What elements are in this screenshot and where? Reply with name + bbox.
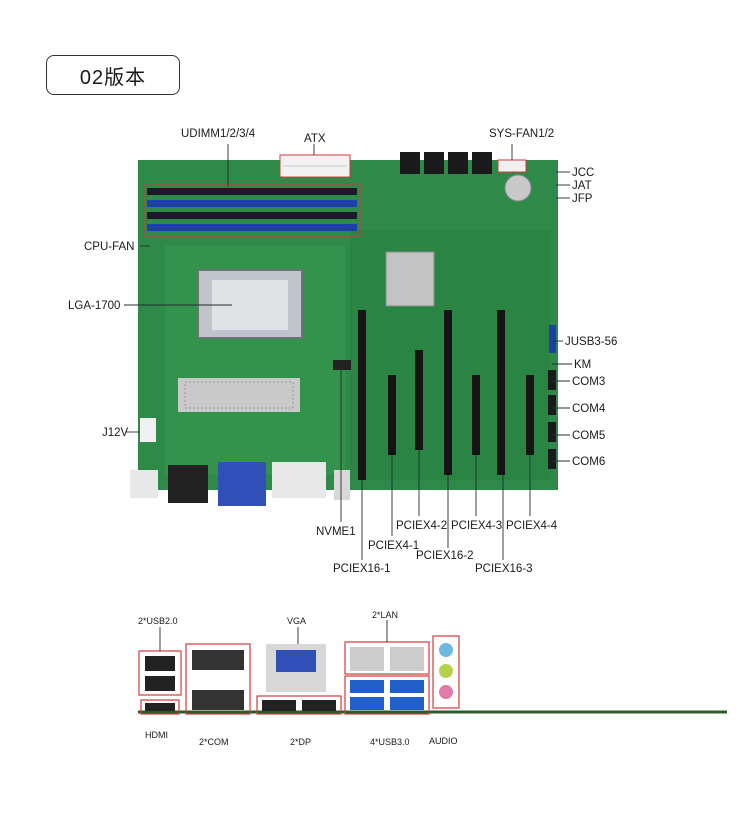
label-io-dp: 2*DP bbox=[290, 737, 311, 747]
label-com3: COM3 bbox=[572, 376, 605, 388]
label-io-audio: AUDIO bbox=[429, 736, 458, 746]
io-usb2 bbox=[138, 650, 182, 696]
version-label: 02版本 bbox=[79, 66, 147, 89]
label-udimm: UDIMM1/2/3/4 bbox=[181, 128, 256, 140]
label-pciex4-1: PCIEX4-1 bbox=[368, 540, 419, 552]
label-pciex4-3: PCIEX4-3 bbox=[451, 520, 502, 532]
label-io-usb3: 4*USB3.0 bbox=[370, 737, 410, 747]
cmos-battery bbox=[504, 174, 532, 202]
label-lga: LGA-1700 bbox=[68, 300, 120, 312]
label-pciex16-2: PCIEX16-2 bbox=[416, 550, 474, 562]
label-pciex16-3: PCIEX16-3 bbox=[475, 563, 533, 575]
label-com4: COM4 bbox=[572, 403, 606, 415]
label-atx: ATX bbox=[304, 133, 326, 145]
pcie-slots bbox=[358, 310, 534, 480]
label-io-vga: VGA bbox=[287, 616, 306, 626]
label-pciex4-4: PCIEX4-4 bbox=[506, 520, 558, 532]
io-lan bbox=[344, 641, 430, 675]
cpu-socket bbox=[197, 269, 303, 339]
sys-fan-header bbox=[497, 159, 527, 173]
label-jusb: JUSB3-56 bbox=[565, 336, 617, 348]
label-io-com: 2*COM bbox=[199, 737, 229, 747]
sata-ports bbox=[400, 152, 492, 174]
vrm-heatsink bbox=[178, 378, 300, 412]
io-audio bbox=[432, 635, 460, 709]
label-km: KM bbox=[574, 359, 591, 371]
chipset-heatsink bbox=[385, 251, 435, 307]
io-dp bbox=[256, 695, 342, 715]
label-j12v: J12V bbox=[102, 427, 129, 439]
io-com bbox=[185, 643, 251, 715]
label-cpu-fan: CPU-FAN bbox=[84, 241, 134, 253]
label-io-usb2: 2*USB2.0 bbox=[138, 616, 178, 626]
atx-connector bbox=[279, 154, 351, 178]
right-edge-headers bbox=[548, 325, 556, 469]
label-sys-fan: SYS-FAN1/2 bbox=[489, 128, 554, 140]
j12v-connector bbox=[140, 418, 156, 442]
board-rear-io bbox=[130, 462, 350, 506]
io-usb3 bbox=[344, 675, 430, 715]
label-nvme: NVME1 bbox=[316, 526, 356, 538]
label-io-lan: 2*LAN bbox=[372, 610, 398, 620]
dimm-slots bbox=[144, 183, 361, 237]
io-hdmi bbox=[140, 699, 180, 715]
label-pciex4-2: PCIEX4-2 bbox=[396, 520, 447, 532]
leader-lines bbox=[124, 144, 572, 560]
nvme-slot bbox=[333, 360, 351, 370]
io-vga bbox=[266, 644, 326, 692]
label-jfp: JFP bbox=[572, 193, 593, 205]
label-com5: COM5 bbox=[572, 430, 605, 442]
label-io-hdmi: HDMI bbox=[145, 730, 168, 740]
label-jat: JAT bbox=[572, 180, 592, 192]
io-leader-lines bbox=[159, 620, 388, 651]
version-label-box: 02版本 bbox=[46, 55, 180, 95]
label-pciex16-1: PCIEX16-1 bbox=[333, 563, 391, 575]
label-com6: COM6 bbox=[572, 456, 605, 468]
label-jcc: JCC bbox=[572, 167, 594, 179]
